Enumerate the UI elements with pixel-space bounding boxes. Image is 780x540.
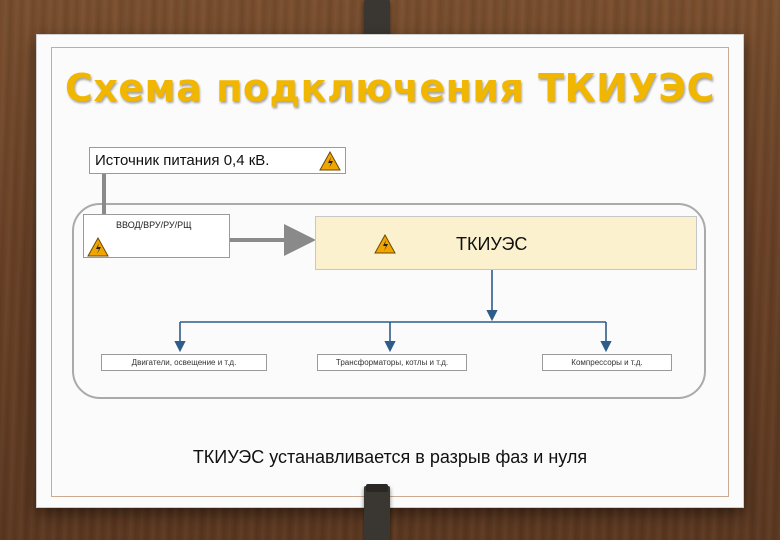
power-source-label: Источник питания 0,4 кВ. [95,152,270,169]
warning-icon [87,237,109,257]
binder-clip-bottom [364,484,390,540]
vvod-box: ВВОД/ВРУ/РУ/РЩ [83,214,230,258]
vvod-label: ВВОД/ВРУ/РУ/РЩ [116,220,192,230]
consumer-label: Компрессоры и т.д. [571,358,643,367]
consumer-box-motors: Двигатели, освещение и т.д. [101,354,267,371]
consumer-box-transformers: Трансформаторы, котлы и т.д. [317,354,467,371]
slide-inner-frame [51,47,729,497]
warning-icon [319,151,341,171]
slide [36,34,744,508]
slide-title: Схема подключения ТКИУЭС [65,66,715,110]
tkiues-box: ТКИУЭС [315,216,697,270]
consumer-label: Трансформаторы, котлы и т.д. [335,358,449,367]
footer-caption: ТКИУЭС устанавливается в разрыв фаз и ну… [192,447,588,467]
consumer-label: Двигатели, освещение и т.д. [131,358,237,367]
warning-icon [374,234,396,254]
tkiues-label: ТКИУЭС [456,234,528,254]
consumer-box-compressors: Компрессоры и т.д. [542,354,672,371]
diagram-frame [72,203,706,399]
power-source-box: Источник питания 0,4 кВ. [89,147,346,174]
